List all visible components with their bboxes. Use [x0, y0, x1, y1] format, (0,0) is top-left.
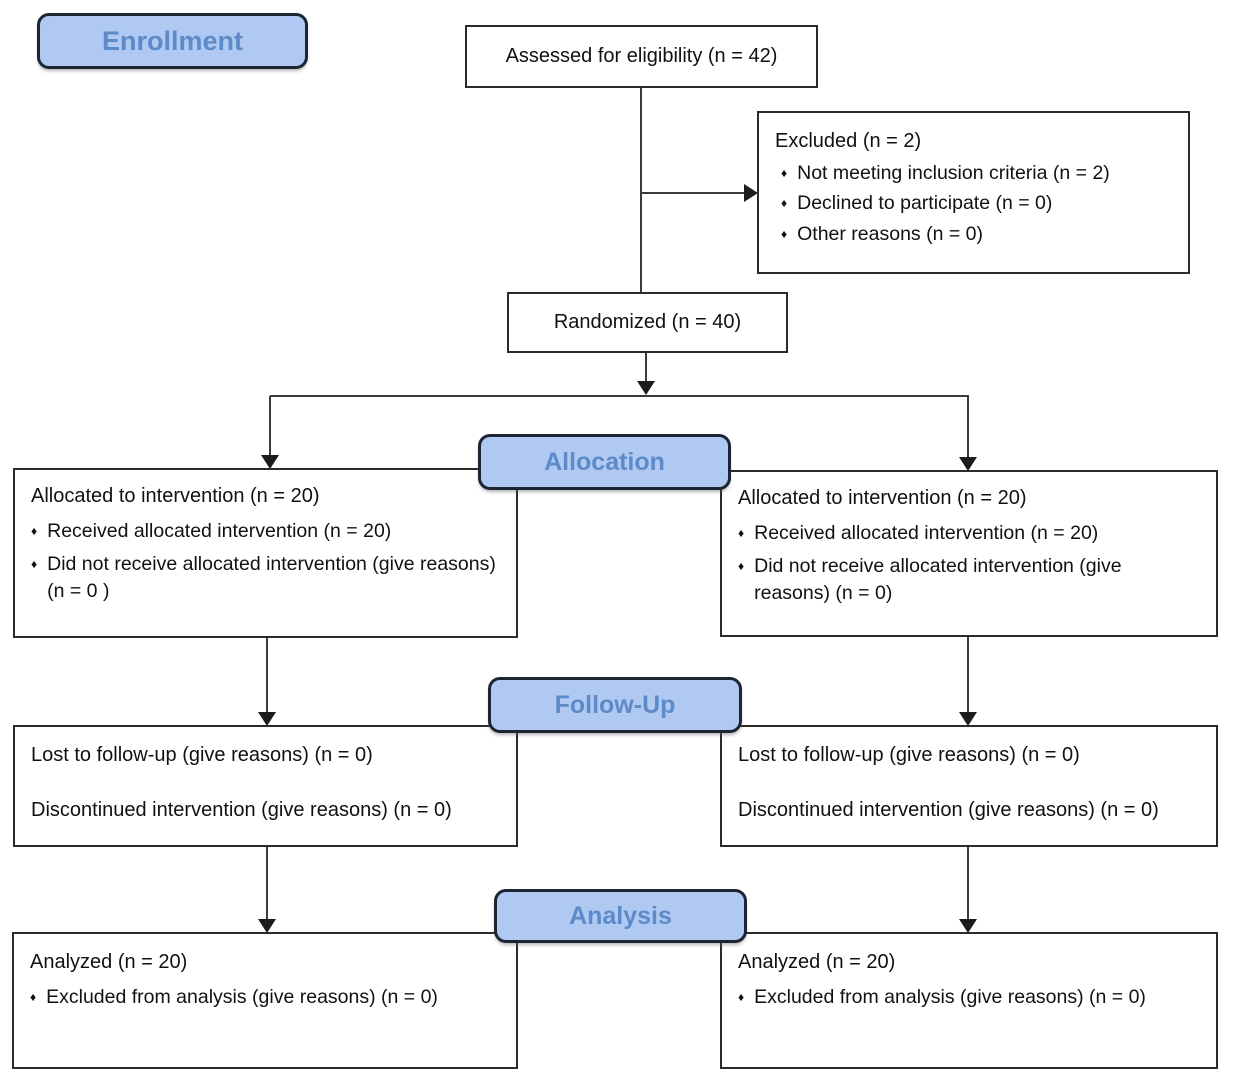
phase-analysis-label: Analysis	[569, 901, 672, 930]
diamond-bullet-icon: ♦	[738, 559, 745, 574]
arrowhead-excluded	[744, 184, 758, 202]
arrowhead-branch	[637, 381, 655, 395]
connector-followup-analysis-right	[967, 847, 969, 921]
diamond-bullet-icon: ♦	[781, 196, 788, 211]
followup-left-line-2: Discontinued intervention (give reasons)…	[31, 799, 452, 821]
connector-assessed-randomized	[640, 88, 642, 293]
allocation-right-bullet-1: ♦ Received allocated intervention (n = 2…	[732, 520, 1200, 546]
excluded-bullet-2-text: Declined to participate (n = 0)	[797, 192, 1053, 215]
excluded-box: Excluded (n = 2) ♦ Not meeting inclusion…	[757, 111, 1190, 274]
arrowhead-alloc-right	[959, 457, 977, 471]
allocation-box-left: Allocated to intervention (n = 20) ♦ Rec…	[13, 468, 518, 638]
allocation-right-bullet-1-text: Received allocated intervention (n = 20)	[754, 522, 1099, 544]
assessed-box: Assessed for eligibility (n = 42)	[465, 25, 818, 88]
arrowhead-alloc-left	[261, 455, 279, 469]
phase-allocation: Allocation	[478, 434, 731, 490]
connector-to-excluded	[641, 192, 745, 194]
analysis-right-bullet-1-text: Excluded from analysis (give reasons) (n…	[754, 986, 1146, 1008]
phase-enrollment-label: Enrollment	[101, 25, 243, 56]
arrowhead-followup-left	[258, 712, 276, 726]
allocation-left-bullet-1: ♦ Received allocated intervention (n = 2…	[25, 518, 500, 544]
diamond-bullet-icon: ♦	[738, 526, 745, 540]
phase-followup-label: Follow-Up	[554, 690, 676, 719]
diamond-bullet-icon: ♦	[30, 990, 37, 1004]
phase-allocation-label: Allocation	[544, 447, 665, 476]
diamond-bullet-icon: ♦	[738, 990, 745, 1004]
arrowhead-analysis-right	[959, 919, 977, 933]
diamond-bullet-icon: ♦	[31, 557, 38, 572]
allocation-left-bullet-2-text: Did not receive allocated intervention (…	[47, 553, 496, 602]
connector-alloc-followup-right	[967, 637, 969, 714]
analysis-right-title: Analyzed (n = 20)	[738, 951, 896, 973]
allocation-left-bullet-2: ♦ Did not receive allocated intervention…	[25, 551, 500, 604]
randomized-box: Randomized (n = 40)	[507, 292, 788, 353]
arrowhead-analysis-left	[258, 919, 276, 933]
phase-followup: Follow-Up	[488, 677, 742, 733]
analysis-left-bullet-1: ♦ Excluded from analysis (give reasons) …	[24, 984, 500, 1010]
branch-line	[270, 395, 969, 397]
diamond-bullet-icon: ♦	[781, 226, 788, 241]
allocation-left-bullet-1-text: Received allocated intervention (n = 20)	[47, 520, 392, 542]
excluded-bullet-3: ♦ Other reasons (n = 0)	[775, 221, 1172, 247]
allocation-right-title: Allocated to intervention (n = 20)	[738, 487, 1027, 509]
excluded-bullet-2: ♦ Declined to participate (n = 0)	[775, 190, 1172, 216]
arrowhead-followup-right	[959, 712, 977, 726]
analysis-box-right: Analyzed (n = 20) ♦ Excluded from analys…	[720, 932, 1218, 1069]
connector-branch-alloc-right	[967, 396, 969, 458]
phase-enrollment: Enrollment	[37, 13, 308, 69]
phase-analysis: Analysis	[494, 889, 747, 943]
connector-branch-alloc-left	[269, 396, 271, 456]
followup-left-line-1: Lost to follow-up (give reasons) (n = 0)	[31, 744, 373, 766]
connector-alloc-followup-left	[266, 638, 268, 714]
followup-box-right: Lost to follow-up (give reasons) (n = 0)…	[720, 725, 1218, 847]
allocation-right-bullet-2-text: Did not receive allocated intervention (…	[754, 555, 1122, 604]
analysis-left-title: Analyzed (n = 20)	[30, 951, 188, 973]
excluded-bullet-1: ♦ Not meeting inclusion criteria (n = 2)	[775, 160, 1172, 186]
followup-right-line-2: Discontinued intervention (give reasons)…	[738, 799, 1159, 821]
analysis-right-bullet-1: ♦ Excluded from analysis (give reasons) …	[732, 984, 1200, 1010]
followup-box-left: Lost to follow-up (give reasons) (n = 0)…	[13, 725, 518, 847]
analysis-box-left: Analyzed (n = 20) ♦ Excluded from analys…	[12, 932, 518, 1069]
connector-randomized-branch	[645, 353, 647, 383]
excluded-title: Excluded (n = 2)	[775, 130, 922, 152]
followup-right-line-1: Lost to follow-up (give reasons) (n = 0)	[738, 744, 1080, 766]
excluded-bullet-1-text: Not meeting inclusion criteria (n = 2)	[797, 162, 1110, 184]
excluded-bullet-3-text: Other reasons (n = 0)	[797, 222, 984, 245]
analysis-left-bullet-1-text: Excluded from analysis (give reasons) (n…	[46, 986, 438, 1008]
allocation-left-title: Allocated to intervention (n = 20)	[31, 485, 320, 507]
assessed-text: Assessed for eligibility (n = 42)	[505, 45, 778, 67]
connector-followup-analysis-left	[266, 847, 268, 921]
diamond-bullet-icon: ♦	[31, 524, 38, 538]
randomized-text: Randomized (n = 40)	[553, 311, 742, 333]
allocation-box-right: Allocated to intervention (n = 20) ♦ Rec…	[720, 470, 1218, 637]
allocation-right-bullet-2: ♦ Did not receive allocated intervention…	[732, 553, 1200, 606]
diamond-bullet-icon: ♦	[781, 166, 788, 180]
